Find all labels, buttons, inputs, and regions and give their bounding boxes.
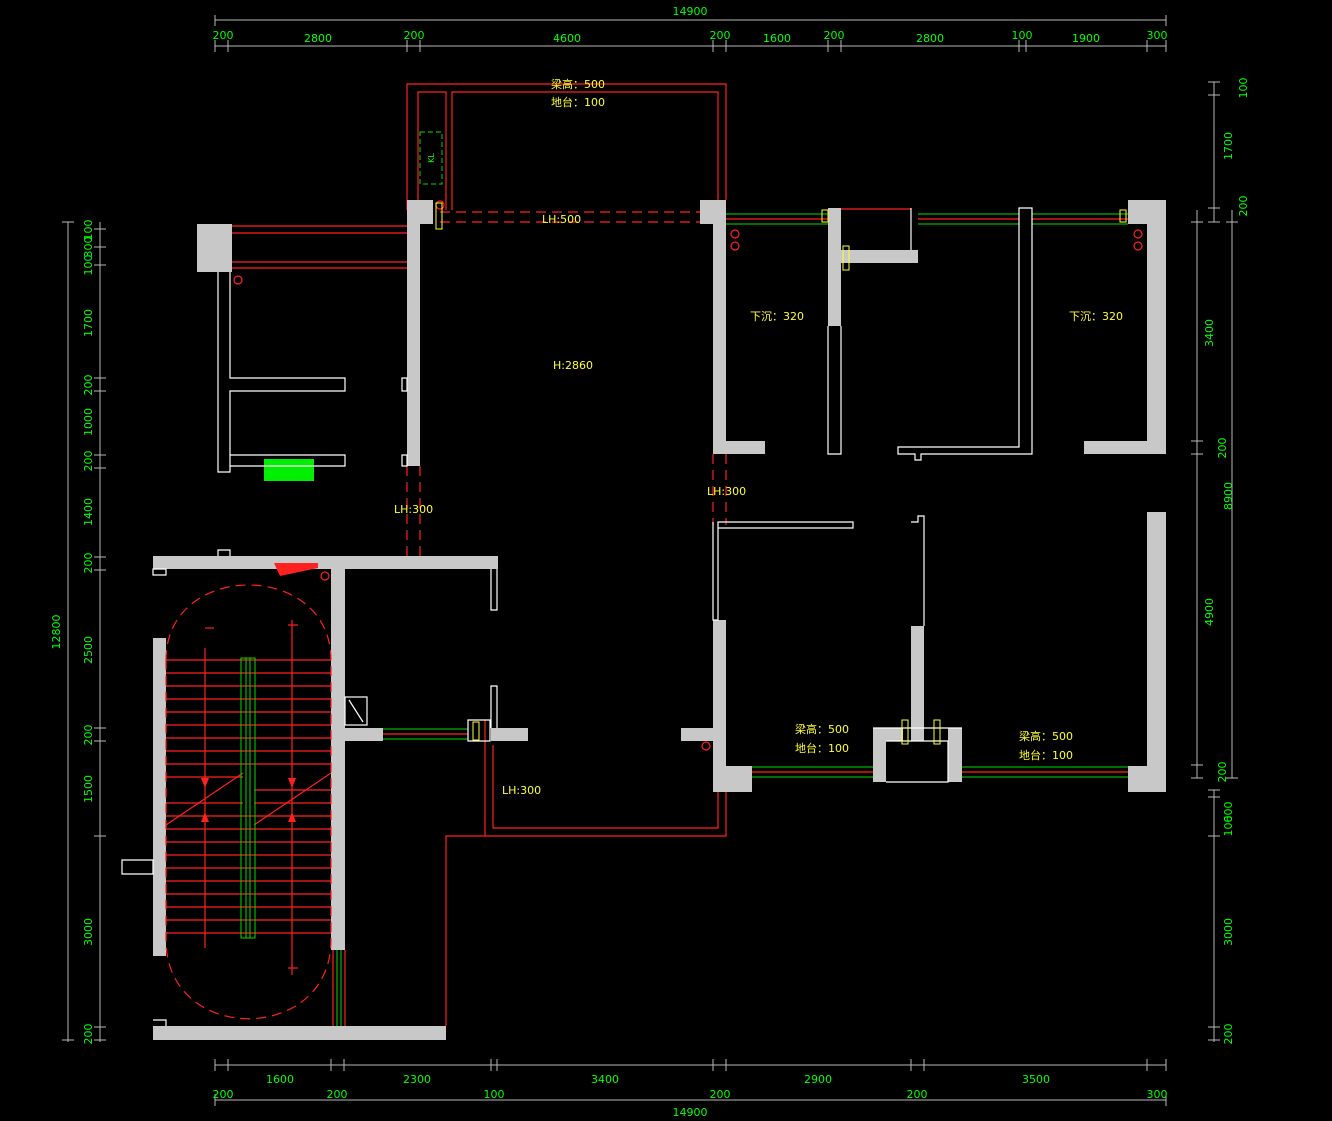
left-dimension-chain: 12800 100 300 100 1700 200 1000 200 1400… [50,220,106,1045]
staircase [165,563,332,1020]
lh500-label: LH:500 [542,213,581,226]
right-dim-10: 200 [1222,1024,1235,1045]
bottom-dim-10: 300 [1147,1088,1168,1101]
top-dim-6: 200 [824,29,845,42]
right-dim-7: 100 [1222,816,1235,837]
left-dim-13: 200 [82,1024,95,1045]
beam-lines [232,83,1143,1026]
left-dim-0: 100 [82,220,95,241]
bottom-dim-3: 2300 [403,1073,431,1086]
right-dim-1: 1700 [1222,132,1235,160]
left-dim-5: 1000 [82,408,95,436]
left-dim-12: 3000 [82,918,95,946]
right-dim-8: 600 [1222,802,1235,823]
lh300-label-left: LH:300 [394,503,433,516]
top-dim-9: 1900 [1072,32,1100,45]
sunk-label-1: 下沉：320 [750,310,804,323]
left-dim-3: 1700 [82,309,95,337]
bottom-dim-9: 3500 [1022,1073,1050,1086]
top-dim-5: 1600 [763,32,791,45]
sill-label-bottom-1: 地台：100 [795,741,849,755]
lh300-label-mid: LH:300 [707,485,746,498]
walls [153,200,1166,1040]
top-dim-1: 2800 [304,32,332,45]
right-dim-2: 200 [1237,196,1250,217]
top-dim-7: 2800 [916,32,944,45]
bottom-dim-0: 200 [213,1088,234,1101]
left-dim-11: 1500 [82,775,95,803]
column-markers [435,202,1127,745]
kl-label: KL [427,153,436,163]
left-dim-9: 2500 [82,636,95,664]
left-dim-7: 1400 [82,498,95,526]
left-total-dim: 12800 [50,615,63,650]
right-total-dim: 8900 [1222,482,1235,510]
top-dim-0: 200 [213,29,234,42]
bottom-dim-2: 200 [327,1088,348,1101]
right-dim-4: 200 [1216,438,1229,459]
sill-label-top: 地台：100 [551,95,605,109]
left-dim-2: 100 [82,255,95,276]
beam-label-bottom-1: 梁高：500 [795,722,849,736]
top-dim-10: 300 [1147,29,1168,42]
top-dim-4: 200 [710,29,731,42]
bottom-dim-1: 1600 [266,1073,294,1086]
annotation-labels: 梁高：500 地台：100 LH:500 H:2860 下沉：320 下沉：32… [394,77,1123,797]
partitions [121,207,1033,1026]
top-dim-2: 200 [404,29,425,42]
beam-label-top: 梁高：500 [551,77,605,91]
top-dimension-chain: 14900 200 2800 200 4600 200 1600 200 280… [213,5,1168,52]
bottom-total-dim: 14900 [673,1106,708,1119]
bottom-dimension-chain: 200 1600 200 2300 100 3400 200 2900 200 … [213,1059,1168,1119]
lh300-label-bottom: LH:300 [502,784,541,797]
beam-label-bottom-2: 梁高：500 [1019,729,1073,743]
left-dim-8: 200 [82,553,95,574]
bottom-dim-8: 200 [907,1088,928,1101]
right-dimension-chain: 100 1700 200 3400 200 8900 4900 200 100 … [1191,78,1250,1045]
right-dim-0: 100 [1237,78,1250,99]
left-dim-4: 200 [82,375,95,396]
bottom-dim-4: 100 [484,1088,505,1101]
stair-treads [166,659,331,934]
left-dim-6: 200 [82,451,95,472]
left-dim-10: 200 [82,725,95,746]
right-dim-5: 4900 [1203,598,1216,626]
bottom-dim-5: 3400 [591,1073,619,1086]
sunk-label-2: 下沉：320 [1069,310,1123,323]
sill-label-bottom-2: 地台：100 [1019,748,1073,762]
height-label: H:2860 [553,359,593,372]
green-equipment-block [264,459,314,481]
top-dim-8: 100 [1012,29,1033,42]
bottom-dim-7: 2900 [804,1073,832,1086]
top-dim-3: 4600 [553,32,581,45]
right-dim-3: 3400 [1203,319,1216,347]
right-dim-9: 3000 [1222,918,1235,946]
top-total-dim: 14900 [673,5,708,18]
right-dim-6: 200 [1216,762,1229,783]
bottom-dim-6: 200 [710,1088,731,1101]
left-dim-1: 300 [82,237,95,258]
windows: KL [264,131,1128,1026]
